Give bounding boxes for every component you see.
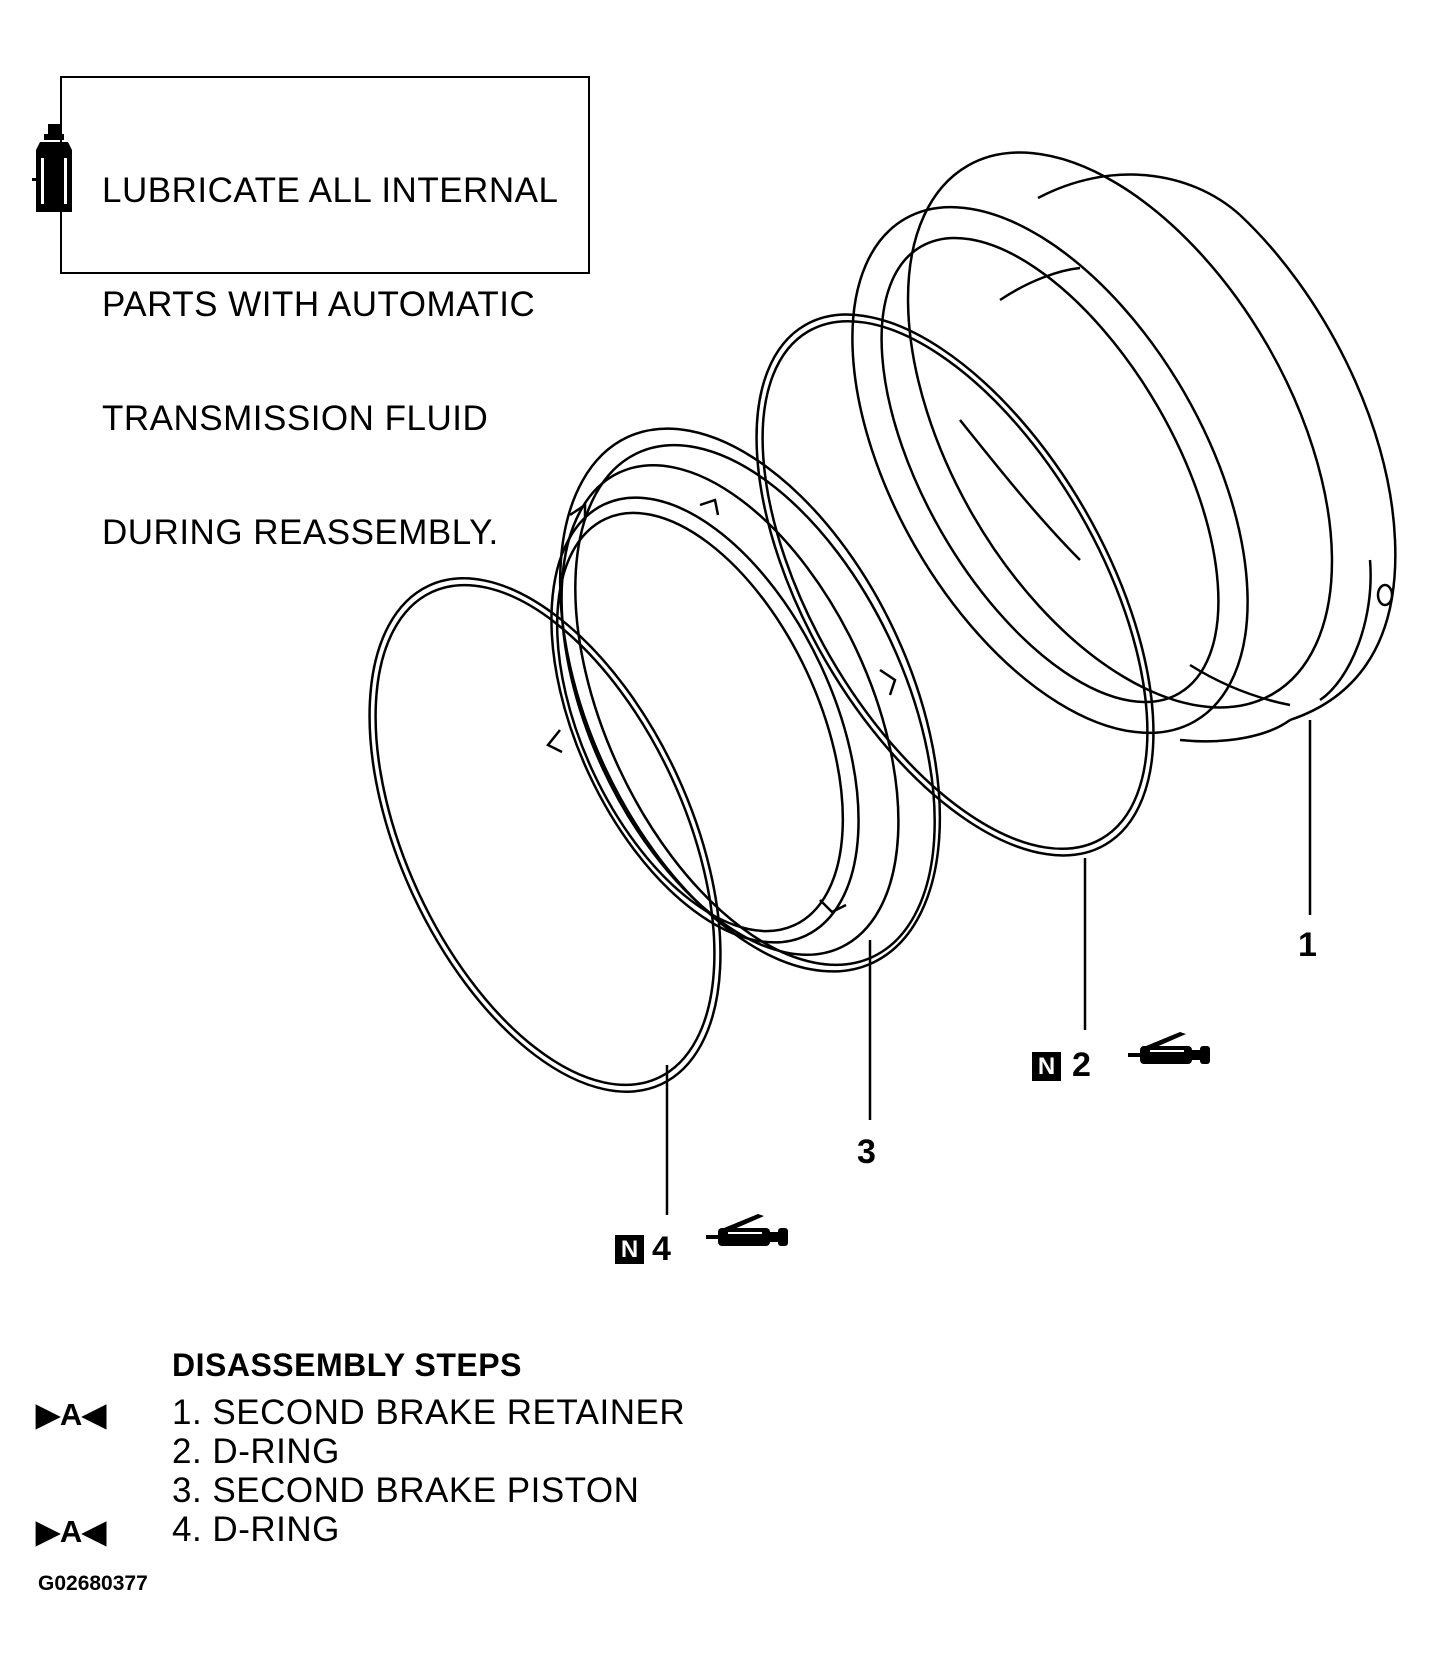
figure-id: G02680377 — [38, 1572, 148, 1595]
callout-2: 2 — [1072, 1046, 1091, 1084]
note-line: DURING REASSEMBLY. — [102, 513, 499, 552]
note-line: TRANSMISSION FLUID — [102, 399, 489, 438]
d-ring-4-drawing — [368, 577, 722, 1093]
step-item: 1. SECOND BRAKE RETAINER — [172, 1393, 686, 1432]
callout-3: 3 — [857, 1133, 876, 1171]
step-item: 3. SECOND BRAKE PISTON — [172, 1471, 640, 1510]
callout-1: 1 — [1298, 926, 1317, 964]
grease-gun-icon — [706, 1214, 788, 1246]
d-ring-2-drawing — [755, 313, 1155, 857]
grease-gun-icon — [1128, 1032, 1210, 1064]
lubrication-note-text: LUBRICATE ALL INTERNAL PARTS WITH AUTOMA… — [102, 96, 558, 590]
fluid-bottle-icon — [32, 124, 72, 212]
note-line: PARTS WITH AUTOMATIC — [102, 285, 536, 324]
reassembly-marker-a: ▶A◀ — [36, 1514, 107, 1549]
second-brake-piston-drawing — [546, 427, 942, 973]
callout-4: 4 — [652, 1230, 671, 1268]
step-item: 4. D-RING — [172, 1510, 340, 1549]
step-item: 2. D-RING — [172, 1432, 340, 1471]
note-line: LUBRICATE ALL INTERNAL — [102, 171, 559, 210]
n-badge-2: N — [1032, 1052, 1061, 1081]
disassembly-steps-list: 1. SECOND BRAKE RETAINER 2. D-RING 3. SE… — [172, 1393, 685, 1549]
disassembly-steps-title: DISASSEMBLY STEPS — [172, 1347, 522, 1383]
reassembly-marker-a: ▶A◀ — [36, 1397, 107, 1432]
second-brake-retainer-drawing — [851, 151, 1397, 743]
n-badge-4: N — [615, 1235, 644, 1264]
